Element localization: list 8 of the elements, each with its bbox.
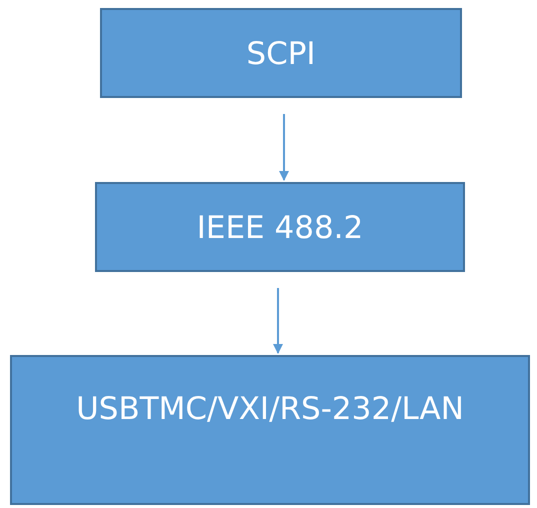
box-label: IEEE 488.2 xyxy=(196,210,364,248)
process-box xyxy=(95,182,465,272)
process-box xyxy=(100,8,462,98)
box-label: USBTMC/VXI/RS-232/LAN xyxy=(76,391,464,429)
arrow xyxy=(273,288,283,354)
box-label: SCPI xyxy=(246,36,316,74)
process-box xyxy=(10,355,530,505)
arrow xyxy=(279,114,289,181)
